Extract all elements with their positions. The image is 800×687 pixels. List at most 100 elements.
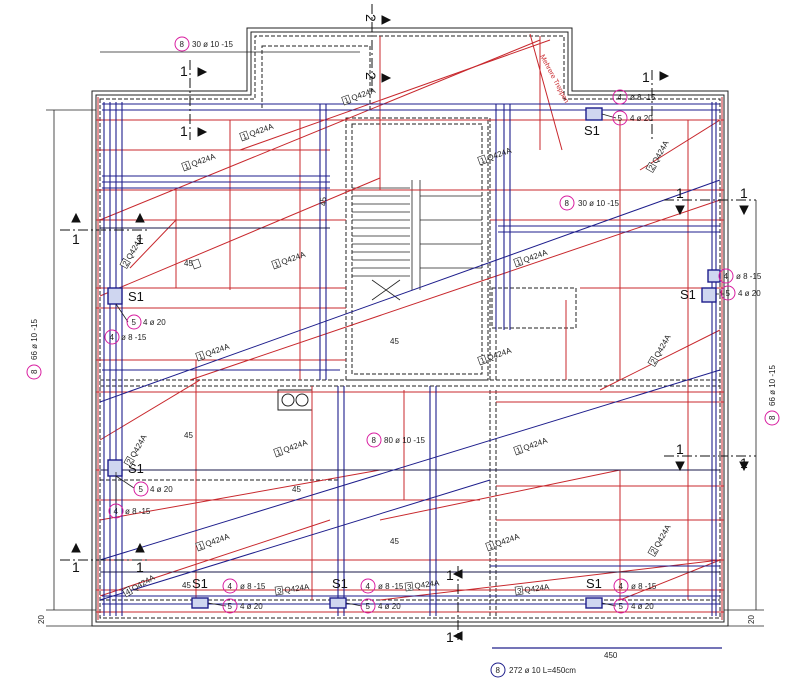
section-label-1-c: 1 bbox=[642, 69, 650, 85]
svg-text:1: 1 bbox=[183, 161, 191, 171]
column-boxes bbox=[107, 107, 721, 609]
svg-text:80 ø 10 -15: 80 ø 10 -15 bbox=[384, 436, 425, 445]
mesh-label-9: 2 Q424A bbox=[647, 333, 673, 367]
svg-text:Q424A: Q424A bbox=[248, 122, 275, 139]
slab-thickness-4: 45 bbox=[390, 337, 399, 346]
dimension-lines bbox=[46, 109, 764, 649]
rebar-callouts: 8 30 ø 10 -15 8 30 ø 10 -15 8 80 ø 10 -1… bbox=[26, 36, 780, 678]
column-label-1: S1 bbox=[128, 289, 144, 304]
column-label-5: S1 bbox=[586, 576, 602, 591]
stirrup-callout-g4: 4 ø 8 -15 bbox=[718, 268, 762, 284]
svg-text:Q424A: Q424A bbox=[414, 578, 441, 590]
svg-text:ø 8 -15: ø 8 -15 bbox=[736, 272, 762, 281]
section-label-1-g: 1 bbox=[136, 559, 144, 575]
svg-text:5: 5 bbox=[228, 602, 233, 611]
svg-text:4: 4 bbox=[228, 582, 233, 591]
svg-text:5: 5 bbox=[132, 318, 137, 327]
svg-text:1: 1 bbox=[241, 131, 249, 141]
stirrup-callout-d5: 5 4 ø 20 bbox=[360, 598, 401, 614]
svg-text:ø 8 -15: ø 8 -15 bbox=[121, 333, 147, 342]
mesh-label-14: 1 Q424A bbox=[513, 436, 549, 455]
svg-text:ø 8 -15: ø 8 -15 bbox=[125, 507, 151, 516]
svg-text:Q424A: Q424A bbox=[282, 438, 309, 455]
svg-text:1: 1 bbox=[273, 259, 281, 269]
column-label-3: S1 bbox=[192, 576, 208, 591]
stirrup-callout-e4: 4 ø 8 -15 bbox=[613, 578, 657, 594]
svg-text:1: 1 bbox=[515, 445, 523, 455]
section-labels: 2 2 1 1 1 1 1 1 1 1 1 1 1 1 1 bbox=[72, 14, 748, 645]
svg-text:5: 5 bbox=[726, 289, 731, 298]
section-label-1-b: 1 bbox=[180, 123, 188, 139]
svg-text:1: 1 bbox=[515, 257, 523, 267]
svg-text:Q424A: Q424A bbox=[522, 436, 549, 453]
rebar-callout-right: 8 66 ø 10 -15 bbox=[764, 365, 780, 426]
section-label-2-mid: 2 bbox=[363, 72, 379, 80]
svg-text:ø 8 -15: ø 8 -15 bbox=[378, 582, 404, 591]
svg-text:272 ø 10 L=450cm: 272 ø 10 L=450cm bbox=[509, 666, 576, 675]
stirrup-callout-b4: 4 ø 8 -15 bbox=[108, 503, 151, 519]
slab-thickness-labels: 45 45 45 45 45 45 45 bbox=[182, 197, 399, 590]
svg-text:2: 2 bbox=[649, 547, 659, 556]
svg-text:1: 1 bbox=[479, 155, 487, 165]
section-label-1-d: 1 bbox=[72, 231, 80, 247]
column-label-4: S1 bbox=[332, 576, 348, 591]
svg-text:1: 1 bbox=[343, 95, 351, 105]
svg-text:Q424A: Q424A bbox=[128, 433, 149, 460]
mesh-label-13: 1 Q424A bbox=[273, 438, 309, 457]
svg-text:4: 4 bbox=[124, 587, 133, 597]
blue-rebar-lines bbox=[100, 102, 720, 616]
stirrup-callout-g5: 5 4 ø 20 bbox=[720, 285, 761, 301]
floor-openings bbox=[277, 389, 313, 411]
stirrup-callout-f4: 4 ø 8 -15 bbox=[612, 89, 656, 105]
section-label-1-e: 1 bbox=[136, 231, 144, 247]
svg-text:1: 1 bbox=[479, 355, 487, 365]
svg-text:Q424A: Q424A bbox=[280, 250, 307, 267]
svg-text:5: 5 bbox=[618, 114, 623, 123]
svg-text:1: 1 bbox=[487, 541, 495, 551]
svg-text:4: 4 bbox=[366, 582, 371, 591]
stirrup-callout-b5: 5 4 ø 20 bbox=[133, 481, 173, 497]
stirrup-callout-c4: 4 ø 8 -15 bbox=[222, 578, 266, 594]
svg-text:Q424A: Q424A bbox=[494, 532, 521, 549]
mesh-label-16: 2 Q424A bbox=[647, 523, 673, 557]
svg-text:4 ø 20: 4 ø 20 bbox=[240, 602, 263, 611]
slab-thickness-3: 45 bbox=[292, 485, 301, 494]
svg-text:4: 4 bbox=[110, 333, 115, 342]
svg-text:Q424A: Q424A bbox=[350, 86, 377, 103]
svg-text:8: 8 bbox=[180, 40, 185, 49]
svg-text:Q424A: Q424A bbox=[284, 582, 311, 594]
svg-text:4: 4 bbox=[724, 272, 729, 281]
svg-text:8: 8 bbox=[496, 666, 501, 675]
mesh-label-6: 1 Q424A bbox=[477, 146, 513, 165]
svg-text:5: 5 bbox=[139, 485, 144, 494]
svg-text:2: 2 bbox=[125, 457, 135, 466]
svg-text:8: 8 bbox=[565, 199, 570, 208]
svg-text:2: 2 bbox=[649, 357, 659, 366]
interior-dashed-walls bbox=[100, 45, 720, 618]
svg-text:Q424A: Q424A bbox=[204, 532, 231, 549]
rebar-callout-bottom: 8 272 ø 10 L=450cm bbox=[490, 662, 576, 678]
stirrup-callout-d4: 4 ø 8 -15 bbox=[360, 578, 404, 594]
rebar-callout-center: 8 80 ø 10 -15 bbox=[366, 432, 425, 448]
stirrup-callout-f5: 5 4 ø 20 bbox=[612, 110, 653, 126]
svg-text:8: 8 bbox=[372, 436, 377, 445]
svg-text:66 ø 10 -15: 66 ø 10 -15 bbox=[30, 319, 39, 360]
svg-text:1: 1 bbox=[197, 541, 205, 551]
section-label-1-f: 1 bbox=[72, 559, 80, 575]
rebar-callout-mid: 8 30 ø 10 -15 bbox=[559, 195, 619, 211]
svg-text:30 ø 10 -15: 30 ø 10 -15 bbox=[578, 199, 619, 208]
svg-text:1: 1 bbox=[197, 351, 205, 361]
callout-leaders bbox=[115, 113, 724, 607]
section-label-1-m: 1 bbox=[446, 629, 454, 645]
svg-text:4: 4 bbox=[114, 507, 119, 516]
mesh-label-12: 1 Q424A bbox=[477, 346, 513, 365]
dimension-edge-left: 20 bbox=[37, 615, 46, 624]
svg-text:30 ø 10 -15: 30 ø 10 -15 bbox=[192, 40, 233, 49]
section-label-1-l: 1 bbox=[446, 567, 454, 583]
mesh-label-18: 4 Q424A bbox=[122, 573, 157, 598]
section-label-1-k: 1 bbox=[740, 455, 748, 471]
section-markers bbox=[60, 4, 756, 641]
column-label-6: S1 bbox=[584, 123, 600, 138]
stair-steps bbox=[352, 180, 482, 301]
section-label-1-i: 1 bbox=[740, 185, 748, 201]
